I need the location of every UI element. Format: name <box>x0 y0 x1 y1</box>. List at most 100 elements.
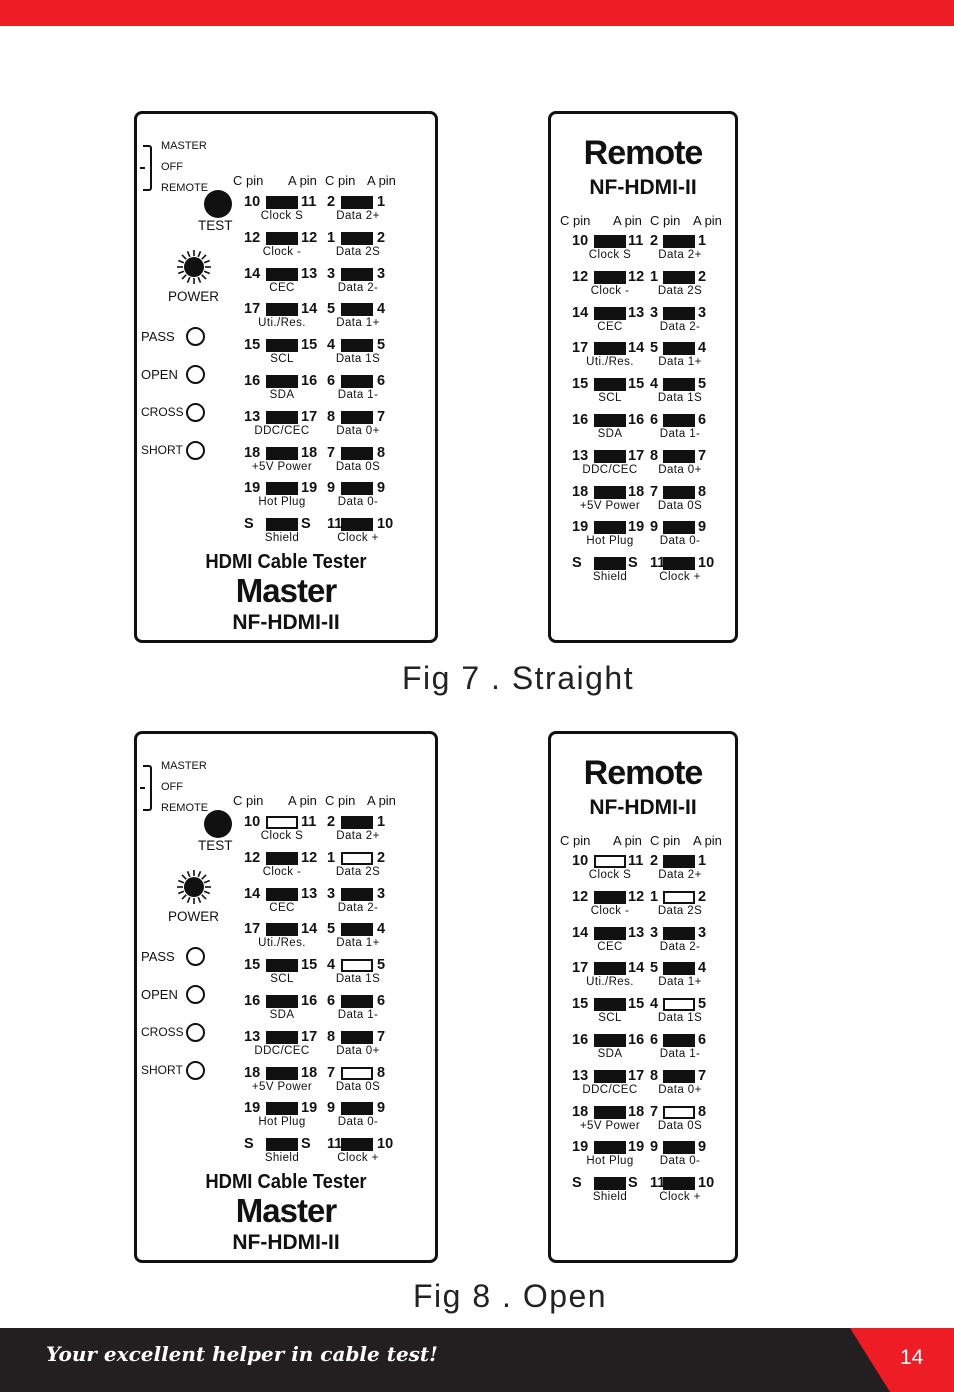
signal-name: SCL <box>598 392 622 405</box>
led-left <box>594 1034 626 1047</box>
signal-name: DDC/CEC <box>582 1083 638 1096</box>
c-pin-number: 5 <box>650 340 659 357</box>
signal-name: SCL <box>270 353 294 366</box>
signal-name: Hot Plug <box>586 535 634 548</box>
a-pin-number: 3 <box>698 304 707 321</box>
a-pin-number: 14 <box>301 921 318 938</box>
status-indicator-led <box>186 1061 205 1080</box>
signal-name: Data 2+ <box>658 869 702 881</box>
c-pin-number: 11 <box>327 1136 343 1153</box>
a-pin-number: 11 <box>628 233 644 249</box>
led-left <box>594 1105 626 1119</box>
c-pin-number: 6 <box>650 412 659 428</box>
a-pin-number: 16 <box>628 412 645 428</box>
pin-column-header: C pin <box>650 213 681 228</box>
a-pin-number: 4 <box>377 301 386 318</box>
mode-switch-bracket[interactable] <box>143 765 152 811</box>
a-pin-number: 12 <box>301 229 318 246</box>
c-pin-number: S <box>572 555 582 572</box>
a-pin-number: 10 <box>698 555 715 572</box>
a-pin-number: 18 <box>628 483 645 500</box>
a-pin-number: 4 <box>698 960 707 977</box>
signal-name: CEC <box>269 901 295 914</box>
a-pin-number: S <box>301 1136 311 1153</box>
switch-label: REMOTE <box>161 182 209 194</box>
c-pin-number: 16 <box>244 373 261 389</box>
c-pin-number: 1 <box>650 888 659 905</box>
mode-switch-bracket[interactable] <box>143 145 152 191</box>
status-indicator-led <box>186 441 205 460</box>
led-right <box>663 414 695 427</box>
signal-name: Data 2S <box>657 904 703 917</box>
led-right <box>663 855 695 868</box>
a-pin-number: 6 <box>377 373 386 389</box>
led-right <box>341 887 373 901</box>
c-pin-number: 6 <box>650 1032 659 1048</box>
a-pin-number: 2 <box>698 268 707 285</box>
signal-name: Shield <box>264 532 300 545</box>
signal-name: Data 0- <box>659 1155 701 1168</box>
a-pin-number: 17 <box>301 1028 318 1045</box>
signal-name: Data 1S <box>657 392 703 405</box>
status-label: CROSS <box>141 405 184 419</box>
signal-name: Clock S <box>588 249 632 261</box>
a-pin-number: 7 <box>377 1028 386 1045</box>
c-pin-number: 11 <box>650 555 666 572</box>
a-pin-number: 4 <box>377 921 386 938</box>
signal-name: Data 2- <box>659 940 701 953</box>
a-pin-number: 17 <box>301 408 318 425</box>
remote-model: NF-HDMI-II <box>589 796 697 819</box>
a-pin-number: 2 <box>377 849 386 866</box>
c-pin-number: 3 <box>327 265 336 282</box>
status-label: SHORT <box>141 1063 183 1077</box>
status-indicator-led <box>186 985 205 1004</box>
test-button[interactable] <box>204 810 232 838</box>
led-left <box>266 231 298 245</box>
signal-name: Data 0- <box>337 1116 379 1129</box>
led-right <box>663 342 695 356</box>
led-left <box>266 995 298 1008</box>
a-pin-number: 9 <box>698 519 707 536</box>
a-pin-number: 8 <box>377 444 386 461</box>
a-pin-number: 14 <box>301 301 318 318</box>
a-pin-number: 18 <box>628 1103 645 1120</box>
led-right <box>663 557 695 571</box>
signal-name: Data 1- <box>659 1048 701 1060</box>
a-pin-number: 13 <box>301 265 318 282</box>
led-left <box>266 518 298 532</box>
c-pin-number: 9 <box>327 1100 336 1117</box>
led-left <box>594 485 626 499</box>
a-pin-number: 8 <box>377 1064 386 1081</box>
signal-name: Data 1- <box>659 428 701 440</box>
pin-column-header: A pin <box>367 793 396 808</box>
pin-column-header: C pin <box>325 793 356 808</box>
status-indicator-led <box>186 403 205 422</box>
a-pin-number: 18 <box>301 444 318 461</box>
signal-name: Data 0- <box>659 535 701 548</box>
mode-switch-tick <box>140 167 145 169</box>
led-right <box>341 1102 373 1116</box>
a-pin-number: 5 <box>698 996 707 1013</box>
c-pin-number: 7 <box>650 483 659 500</box>
led-left <box>266 959 298 973</box>
c-pin-number: 17 <box>244 301 261 318</box>
led-left <box>594 557 626 571</box>
led-left <box>594 306 626 320</box>
status-indicator-led <box>186 327 205 346</box>
a-pin-number: 3 <box>377 265 386 282</box>
c-pin-number: 14 <box>244 265 261 282</box>
c-pin-number: 17 <box>572 340 589 357</box>
led-left <box>594 926 626 940</box>
power-led-icon <box>177 250 211 284</box>
c-pin-number: 13 <box>244 1028 261 1045</box>
signal-name: Data 1+ <box>336 317 380 330</box>
led-right <box>341 518 373 532</box>
led-right <box>341 410 373 424</box>
test-button[interactable] <box>204 190 232 218</box>
led-right <box>341 231 373 245</box>
a-pin-number: 8 <box>698 1103 707 1120</box>
c-pin-number: 13 <box>244 408 261 425</box>
led-left <box>266 1138 298 1152</box>
power-led-icon <box>177 870 211 904</box>
